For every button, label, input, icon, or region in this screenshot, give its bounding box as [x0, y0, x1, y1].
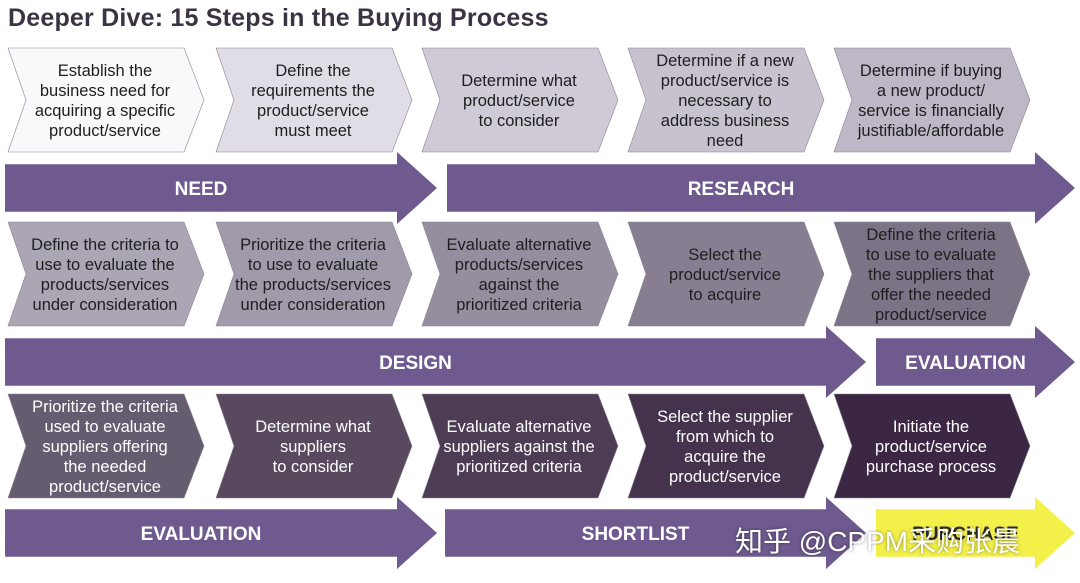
stage-arrow	[876, 326, 1075, 398]
stage-label: EVALUATION	[905, 353, 1026, 374]
step-shape	[421, 47, 619, 153]
stage-arrow	[5, 497, 437, 569]
stage-banner: NEED	[5, 152, 437, 224]
step-shape	[7, 221, 205, 327]
stage-arrow	[5, 152, 437, 224]
stage-label: DESIGN	[379, 353, 452, 374]
stage-label: NEED	[175, 179, 228, 200]
stage-label: EVALUATION	[141, 524, 262, 545]
watermark: 知乎 @CPPM采购张晨	[735, 526, 1021, 557]
step-shape	[627, 47, 825, 153]
stage-banner: RESEARCH	[447, 152, 1075, 224]
step-shape	[833, 47, 1031, 153]
page-title: Deeper Dive: 15 Steps in the Buying Proc…	[8, 4, 549, 32]
stage-label: RESEARCH	[688, 179, 795, 200]
step-shape	[215, 393, 413, 499]
stage-banner: DESIGN	[5, 326, 866, 398]
step-shape	[7, 47, 205, 153]
stage-arrow	[447, 152, 1075, 224]
step-shape	[627, 221, 825, 327]
step-shape	[421, 393, 619, 499]
step-shape	[627, 393, 825, 499]
step-shape	[833, 221, 1031, 327]
stage-banner: EVALUATION	[876, 326, 1075, 398]
stage-banner: EVALUATION	[5, 497, 437, 569]
step-shape	[421, 221, 619, 327]
stage-arrow	[5, 326, 866, 398]
step-shape	[215, 221, 413, 327]
step-shape	[7, 393, 205, 499]
stage-label: SHORTLIST	[582, 524, 690, 545]
step-shape	[833, 393, 1031, 499]
step-shape	[215, 47, 413, 153]
